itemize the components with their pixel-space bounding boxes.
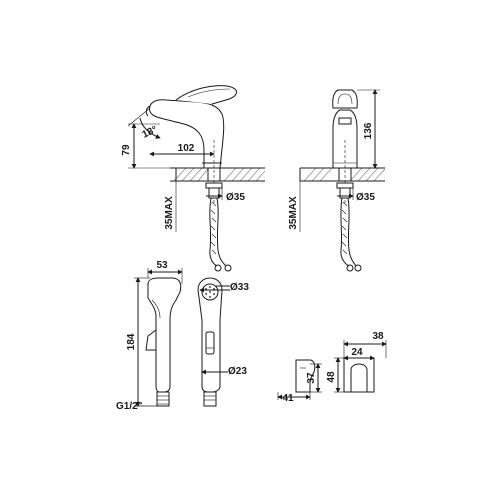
label-35max-front: 35MAX (288, 196, 299, 230)
mounting-shank-side (205, 140, 232, 272)
label-24: 24 (351, 347, 363, 358)
faucet-front-view: 136 Ø35 35MAX (288, 89, 386, 272)
label-d23: Ø23 (228, 366, 247, 377)
label-d35-side: Ø35 (226, 192, 245, 203)
label-38: 38 (372, 331, 384, 342)
dim-height-136: 136 (357, 89, 385, 169)
dim-height-37: 37 (306, 363, 322, 393)
label-35max-side: 35MAX (164, 196, 175, 230)
mounting-shank-front (336, 140, 362, 272)
label-g12: G1/2" (116, 401, 143, 412)
spray-holes (205, 286, 215, 298)
label-d33: Ø33 (230, 282, 249, 293)
label-41: 41 (282, 393, 294, 404)
hand-shower-front-view: Ø33 Ø23 (197, 277, 249, 407)
dim-thickness-front: 35MAX (288, 168, 301, 232)
dim-head-33: Ø33 (199, 282, 249, 293)
dim-thread: G1/2" (116, 401, 160, 412)
dim-reach-102: 102 (149, 143, 215, 157)
dim-depth-41: 41 (277, 392, 311, 404)
dim-body-23: Ø23 (201, 366, 247, 377)
hand-shower-side-view: 53 184 G1/2" (116, 260, 183, 412)
dim-hole-35-side: Ø35 (206, 188, 245, 203)
label-102: 102 (178, 143, 195, 154)
dim-width-24: 24 (343, 347, 375, 361)
dim-height-79: 79 (121, 123, 170, 169)
faucet-body-side (145, 85, 237, 169)
dim-thickness-side: 35MAX (164, 168, 177, 232)
label-d35-front: Ø35 (356, 192, 375, 203)
label-37: 37 (306, 372, 317, 384)
faucet-side-view: 79 18° 102 Ø35 35MAX (121, 85, 266, 272)
label-184: 184 (126, 333, 137, 350)
dim-overall-38: 38 (343, 331, 387, 358)
label-79: 79 (121, 144, 132, 156)
faucet-body-front (332, 89, 358, 169)
dim-hole-35-front: Ø35 (337, 188, 375, 203)
label-48: 48 (326, 371, 337, 383)
label-53: 53 (156, 260, 168, 271)
holder-view: 38 24 48 37 41 (277, 331, 387, 404)
dim-height-48: 48 (326, 357, 344, 393)
dim-width-53: 53 (147, 260, 183, 284)
label-136: 136 (363, 122, 374, 139)
